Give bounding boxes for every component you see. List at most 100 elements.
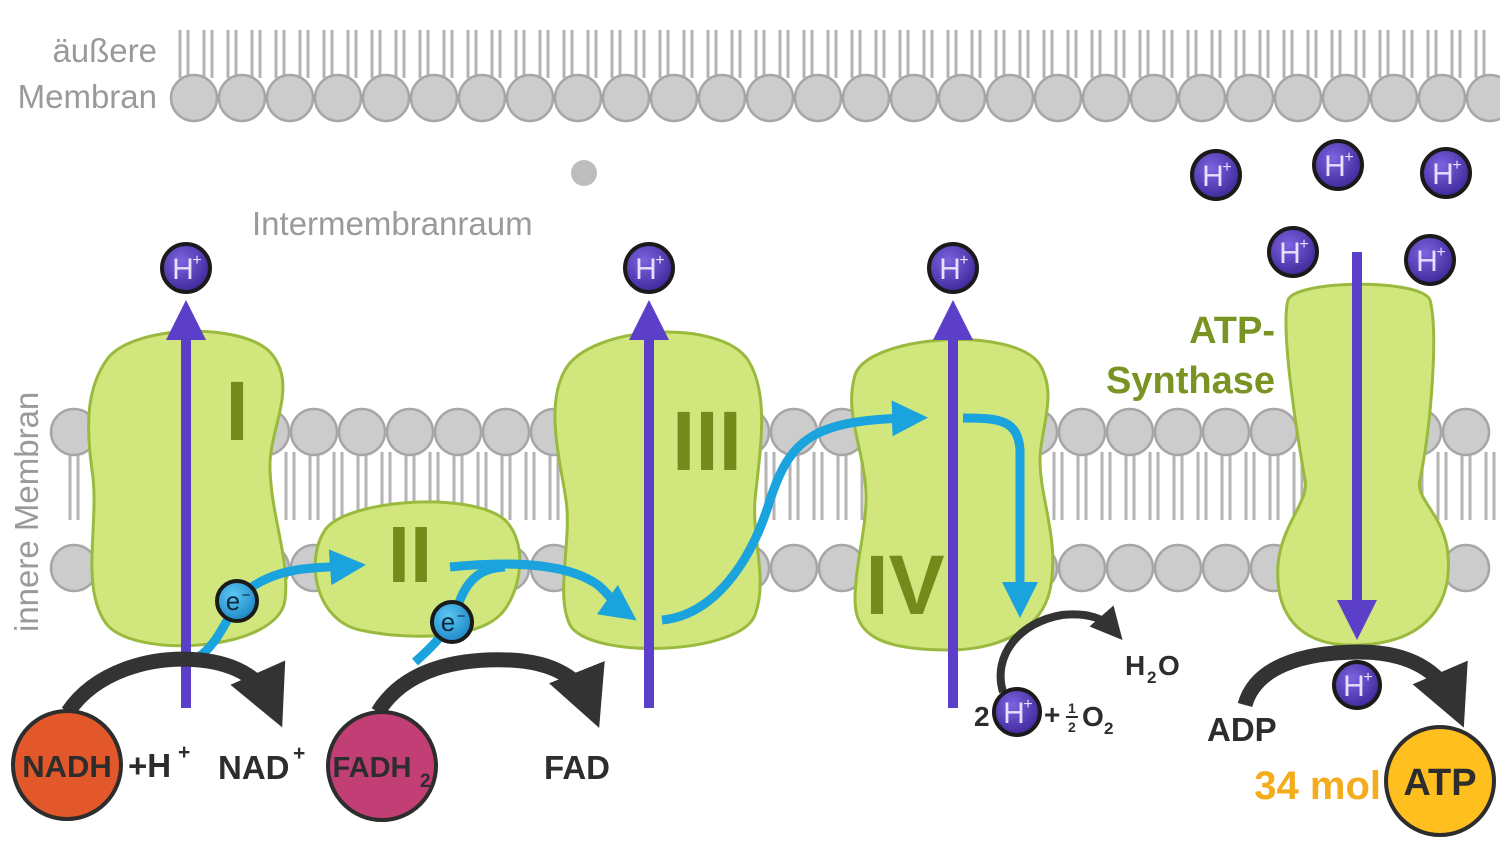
outer-membrane-label-1: äußere xyxy=(52,32,157,69)
protons: H+H+H+H+H+H+H+H+H+H+ xyxy=(160,139,1472,737)
proton: H+ xyxy=(992,687,1042,737)
electron-symbol: e xyxy=(441,607,455,637)
lipid-head xyxy=(1105,543,1155,593)
proton: H+ xyxy=(1190,149,1242,201)
outer-membrane-label-2: Membran xyxy=(18,78,157,115)
proton: H+ xyxy=(160,242,212,294)
proton-circle xyxy=(1190,149,1242,201)
lipid-head xyxy=(313,73,363,123)
proton-circle xyxy=(1332,660,1382,710)
lipid-head xyxy=(937,73,987,123)
atp-label: ATP xyxy=(1403,762,1476,804)
proton-symbol: H xyxy=(1279,237,1301,270)
proton-charge: + xyxy=(1452,157,1461,174)
proton-circle xyxy=(623,242,675,294)
lipid-head xyxy=(1153,407,1203,457)
proton-symbol: H xyxy=(939,253,961,286)
complex-iv-label: IV xyxy=(865,538,944,632)
proton: H+ xyxy=(1267,226,1319,278)
water-h: H xyxy=(1125,650,1145,681)
oxygen-coefficient: 2 xyxy=(974,701,990,732)
lipid-head xyxy=(457,73,507,123)
reaction-arrow-water xyxy=(996,605,1123,694)
h-plus-label: +H xyxy=(128,747,171,784)
lipid-head xyxy=(1465,73,1500,123)
lipid-head xyxy=(169,73,219,123)
lipid-head xyxy=(769,543,819,593)
atp-synthase xyxy=(1276,282,1450,647)
nadh-label: NADH xyxy=(22,749,112,784)
proton-symbol: H xyxy=(1202,160,1224,193)
lipid-head xyxy=(1273,73,1323,123)
reaction-arrow-nadh xyxy=(61,651,286,728)
proton-symbol: H xyxy=(1003,697,1025,730)
proton: H+ xyxy=(1420,147,1472,199)
lipid-head xyxy=(649,73,699,123)
fadh-circle xyxy=(326,710,438,822)
lipid-head xyxy=(361,73,411,123)
lipid-head xyxy=(1225,73,1275,123)
lipid-head xyxy=(1081,73,1131,123)
lipid-head xyxy=(1057,543,1107,593)
nad-label: NAD xyxy=(218,749,290,786)
proton-charge: + xyxy=(1299,236,1308,253)
proton: H+ xyxy=(623,242,675,294)
water-subscript: 2 xyxy=(1147,668,1156,687)
lipid-head xyxy=(337,407,387,457)
proton: H+ xyxy=(1332,660,1382,710)
proton-charge: + xyxy=(192,252,201,269)
proton-circle xyxy=(1267,226,1319,278)
nadh-circle xyxy=(11,709,123,821)
lipid-head xyxy=(1417,73,1467,123)
oxygen-plus: + xyxy=(1044,699,1060,730)
fadh-label: FADH xyxy=(333,752,412,784)
adp-label: ADP xyxy=(1207,711,1277,748)
oxygen-subscript: 2 xyxy=(1104,719,1113,738)
proton-symbol: H xyxy=(635,253,657,286)
proton-charge: + xyxy=(1344,149,1353,166)
lipid-head xyxy=(433,407,483,457)
atp-circle xyxy=(1384,725,1496,837)
proton: H+ xyxy=(1404,234,1456,286)
electron-circle xyxy=(430,600,474,644)
electron-path-nadh-to-ii xyxy=(194,549,366,662)
half-denominator: 2 xyxy=(1068,719,1076,735)
gray-dot xyxy=(571,160,597,186)
atp-amount-label: 34 mol xyxy=(1254,764,1381,808)
proton-charge: + xyxy=(1222,159,1231,176)
inner-membrane-label: innere Membran xyxy=(8,392,45,632)
lipid-head xyxy=(1129,73,1179,123)
complex-ii-label: II xyxy=(388,510,432,599)
proton-symbol: H xyxy=(1432,158,1454,191)
lipid-head xyxy=(745,73,795,123)
proton-charge: + xyxy=(1363,669,1372,686)
lipid-head xyxy=(889,73,939,123)
nad-sup: + xyxy=(293,742,305,765)
proton-charge: + xyxy=(655,252,664,269)
proton-circle xyxy=(1404,234,1456,286)
proton-symbol: H xyxy=(1324,150,1346,183)
lipid-head xyxy=(49,543,99,593)
proton: H+ xyxy=(927,242,979,294)
electron-charge: − xyxy=(457,608,466,625)
electron-path-iii-to-iv xyxy=(661,400,928,625)
lipid-head xyxy=(1033,73,1083,123)
oxygen-o: O xyxy=(1082,701,1104,732)
atp-synthase-label-2: Synthase xyxy=(1106,360,1275,402)
lipid-head xyxy=(841,73,891,123)
lipid-head xyxy=(505,73,555,123)
proton-circle xyxy=(1312,139,1364,191)
lipid-head xyxy=(1057,407,1107,457)
fad-label: FAD xyxy=(544,749,610,786)
lipid-head xyxy=(553,73,603,123)
lipid-head xyxy=(1153,543,1203,593)
electrons: e−e− xyxy=(215,579,474,644)
complex-iii-label: III xyxy=(672,394,742,488)
complex-i-label: I xyxy=(225,364,248,458)
electron-path-fadh-to-ii xyxy=(412,562,506,666)
lipid-head xyxy=(1369,73,1419,123)
lipid-head xyxy=(1321,73,1371,123)
fadh-subscript: 2 xyxy=(420,771,431,792)
half-numerator: 1 xyxy=(1068,700,1076,716)
